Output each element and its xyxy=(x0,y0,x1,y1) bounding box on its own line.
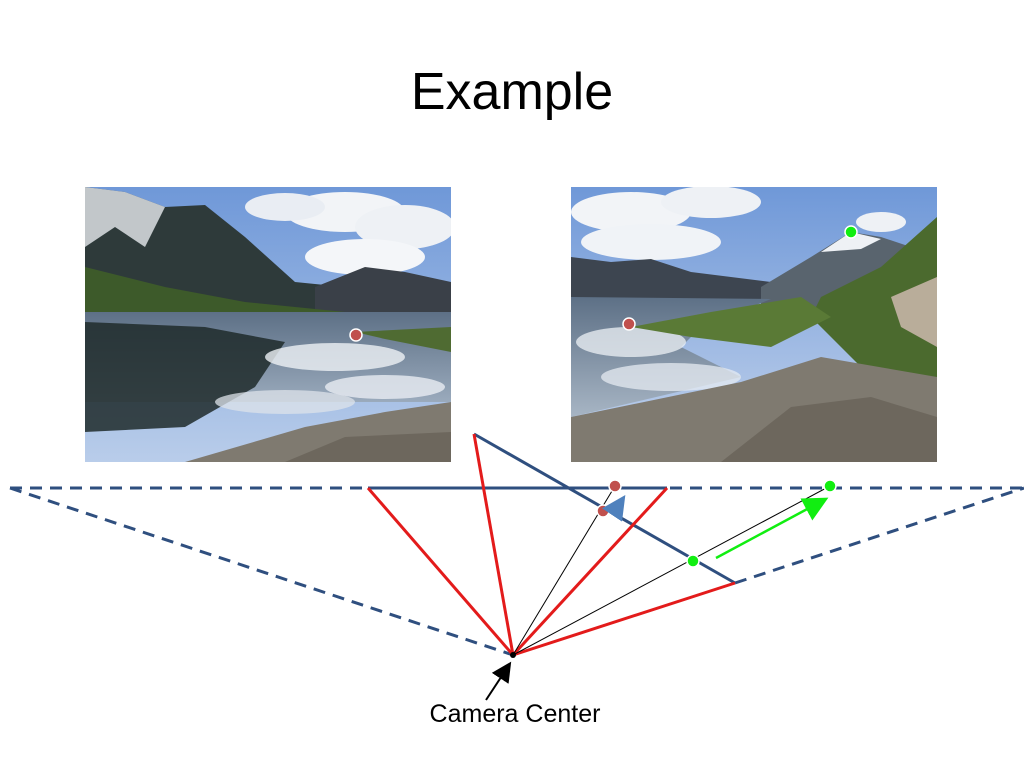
ray-to-green-point xyxy=(512,485,831,656)
dashed-left-ray xyxy=(9,486,514,657)
green-arrow xyxy=(715,497,829,560)
frustum-line-2 xyxy=(472,433,515,656)
left-photo-point-marker xyxy=(349,328,363,342)
slide-title: Example xyxy=(410,63,614,121)
green-point-projected xyxy=(686,554,700,568)
right-photo-point-marker xyxy=(622,317,636,331)
frustum-line-1 xyxy=(366,487,515,656)
dashed-right-ray xyxy=(734,486,1024,585)
red-point-projected xyxy=(596,504,610,518)
camera-center-arrow xyxy=(485,661,512,701)
frustum-line-4 xyxy=(512,581,736,657)
left-photo xyxy=(85,187,451,462)
green-point-top xyxy=(823,479,837,493)
camera-center-dot xyxy=(510,652,516,658)
camera-center-label: Camera Center xyxy=(429,700,601,728)
right-photo xyxy=(571,187,937,462)
blue-arrow xyxy=(602,495,626,522)
right-photo-green-marker xyxy=(844,225,858,239)
frustum-line-3 xyxy=(511,486,669,657)
red-point-top xyxy=(608,479,622,493)
